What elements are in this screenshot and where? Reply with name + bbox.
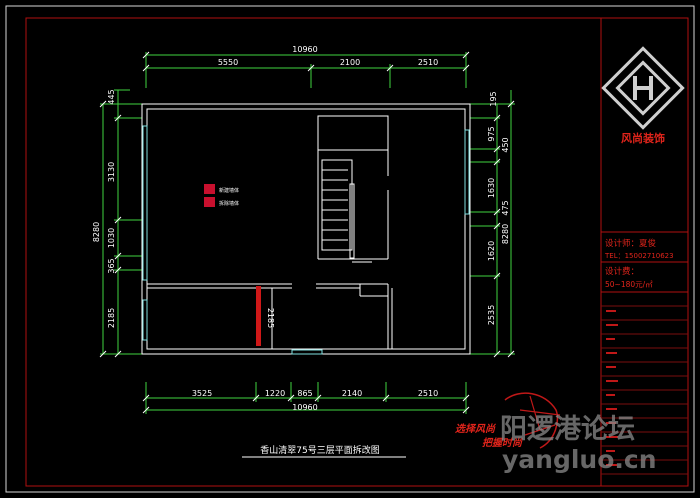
company-logo	[601, 46, 685, 130]
title-block	[600, 17, 689, 487]
legend-swatch-removed-wall	[204, 197, 215, 207]
dim-right-2: 975	[487, 126, 496, 141]
floor-plan-walls	[141, 103, 471, 355]
dim-left-1: 445	[107, 89, 116, 104]
dim-right-overall: 8280	[501, 224, 510, 244]
new-wall-marker	[256, 286, 261, 346]
tel-line: TEL：15002710623	[604, 252, 674, 260]
bottom-dimension-ticks	[142, 394, 470, 414]
watermark: 选择风尚 把握时尚 阳逻港论坛 yangluo.cn	[455, 392, 657, 474]
watermark-site-name: 阳逻港论坛	[500, 414, 635, 445]
sheet-outer-border	[5, 5, 695, 493]
drawing-title: 香山清翠75号三层平面拆改图	[260, 444, 379, 456]
dim-top-1: 5550	[218, 58, 238, 67]
dim-bottom-3: 865	[297, 389, 312, 398]
dim-top-overall: 10960	[292, 45, 317, 54]
dim-left-5: 2185	[107, 308, 116, 328]
legend: 新建墙体 拆除墙体	[204, 184, 239, 207]
legend-label-new-wall: 新建墙体	[219, 187, 239, 194]
window-markers	[142, 125, 470, 355]
staircase	[321, 159, 372, 263]
fee-label: 设计费：	[605, 266, 639, 277]
dim-top-2: 2100	[340, 58, 360, 67]
legend-label-removed-wall: 拆除墙体	[219, 200, 239, 207]
dim-bottom-5: 2510	[418, 389, 438, 398]
dim-bottom-overall: 10960	[292, 403, 317, 412]
dim-inner: 2185	[266, 308, 275, 328]
right-dimension-lines	[470, 90, 515, 355]
left-dimension-ticks	[99, 100, 122, 358]
right-dimension-ticks	[493, 100, 515, 358]
dim-right-1: 195	[489, 91, 498, 106]
top-dimension-lines	[145, 52, 467, 88]
dim-top-3: 2510	[418, 58, 438, 67]
dim-bottom-2: 1220	[265, 389, 285, 398]
dim-left-overall: 8280	[92, 222, 101, 242]
dim-right-4: 1630	[487, 178, 496, 198]
watermark-slogan-2: 把握时尚	[482, 437, 524, 449]
watermark-slogan-1: 选择风尚	[455, 423, 497, 435]
dim-left-4: 365	[107, 258, 116, 273]
dim-right-6: 1620	[487, 241, 496, 261]
top-dimension-ticks	[142, 51, 470, 72]
designer-line: 设计师：夏俊	[605, 238, 657, 249]
watermark-site-url: yangluo.cn	[502, 445, 657, 474]
dim-bottom-1: 3525	[192, 389, 212, 398]
dim-left-3: 1030	[107, 228, 116, 248]
dim-right-7: 2535	[487, 305, 496, 325]
fee-value: 50~180元/㎡	[605, 280, 653, 289]
company-name: 风尚装饰	[621, 131, 665, 145]
dim-right-5: 475	[501, 200, 510, 215]
dim-right-3: 450	[501, 137, 510, 152]
legend-swatch-new-wall	[204, 184, 215, 194]
dim-bottom-4: 2140	[342, 389, 362, 398]
dim-left-2: 3130	[107, 162, 116, 182]
